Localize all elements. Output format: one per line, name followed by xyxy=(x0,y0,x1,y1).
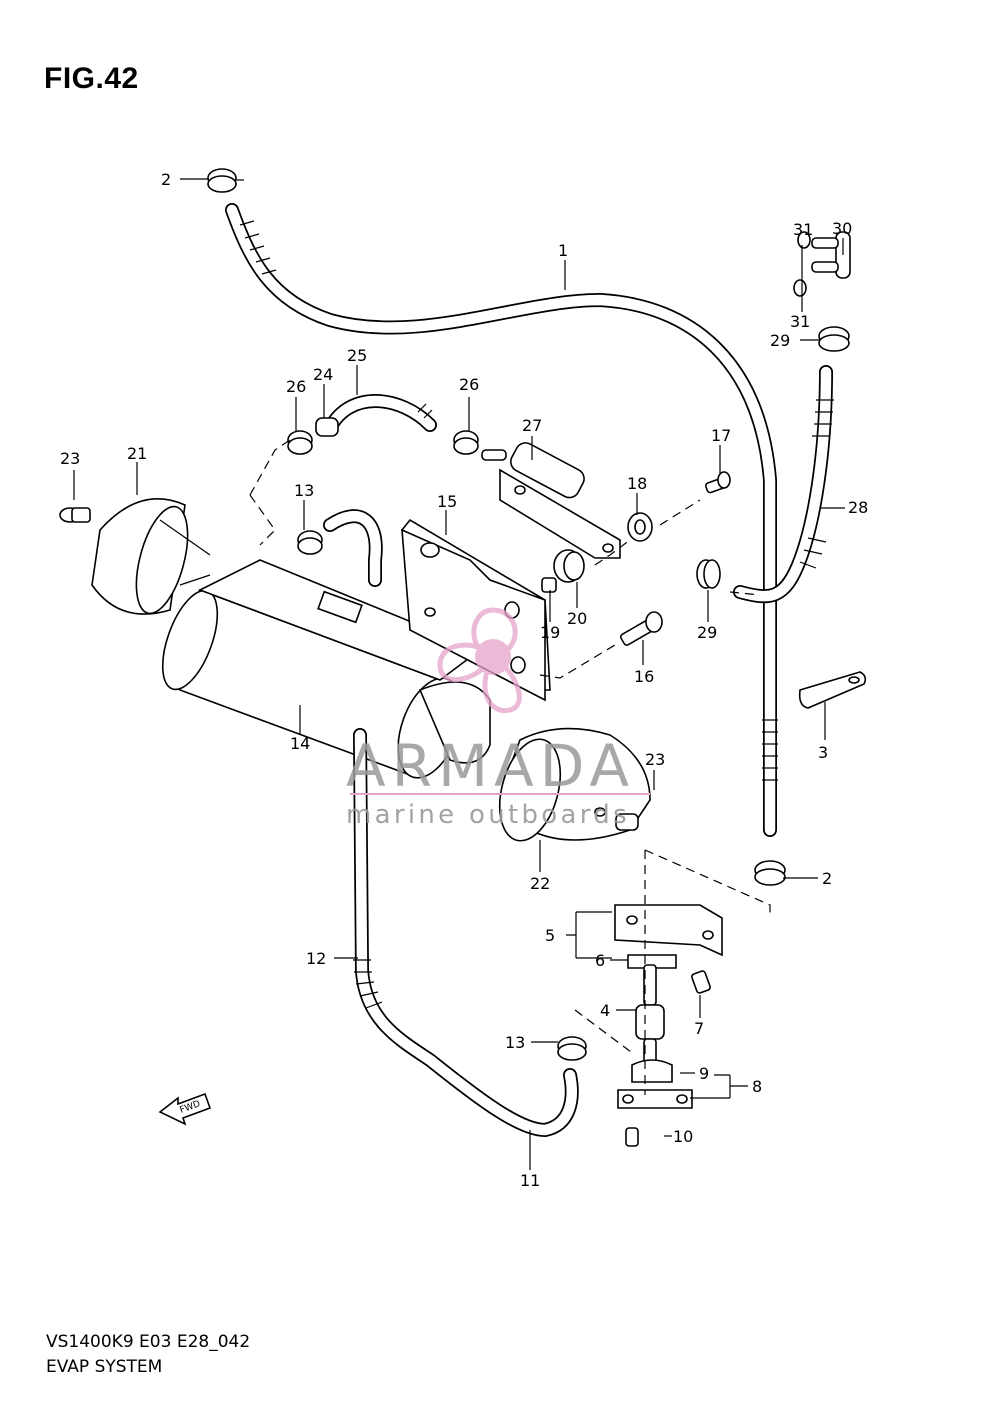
callout-labels: 1 2 2 3 4 5 6 7 8 9 10 11 12 13 13 14 15… xyxy=(60,170,868,1190)
callout-11: 11 xyxy=(520,1171,540,1190)
callout-8: 8 xyxy=(752,1077,762,1096)
figure-title: FIG.42 xyxy=(44,62,139,95)
screw-7 xyxy=(691,970,711,994)
callout-15: 15 xyxy=(437,492,457,511)
callout-14: 14 xyxy=(290,734,310,753)
hose-12 xyxy=(323,509,579,1138)
callout-28: 28 xyxy=(848,498,868,517)
clamp-9 xyxy=(631,1059,673,1083)
callout-5: 5 xyxy=(545,926,555,945)
callout-29-bottom: 29 xyxy=(697,623,717,642)
fitting-24 xyxy=(315,417,339,437)
canister-14 xyxy=(161,559,491,779)
cover-21 xyxy=(91,498,211,615)
callout-26-left: 26 xyxy=(286,377,306,396)
collar-19 xyxy=(541,577,557,593)
watermark-logo-mark xyxy=(437,607,522,714)
callout-23-left: 23 xyxy=(60,449,80,468)
clamp-2-top xyxy=(207,168,244,193)
clamp-6 xyxy=(627,954,677,969)
dashed-guides xyxy=(249,439,771,1095)
callout-7: 7 xyxy=(694,1019,704,1038)
cover-22 xyxy=(498,727,651,842)
clamp-29-bottom xyxy=(696,559,721,589)
bracket-27 xyxy=(481,442,621,559)
callout-21: 21 xyxy=(127,444,147,463)
callout-20: 20 xyxy=(567,609,587,628)
bolt-17 xyxy=(704,471,731,494)
clamp-13-lower xyxy=(557,1036,587,1061)
screw-10 xyxy=(625,1127,639,1147)
bolt-23-left xyxy=(59,507,91,523)
callout-19: 19 xyxy=(540,623,560,642)
callout-13-upper: 13 xyxy=(294,481,314,500)
callout-4: 4 xyxy=(600,1001,610,1020)
bolt-16 xyxy=(619,611,663,646)
callout-18: 18 xyxy=(627,474,647,493)
callout-29-top: 29 xyxy=(770,331,790,350)
clamp-13-upper xyxy=(297,530,323,555)
joint-30 xyxy=(811,231,851,279)
hose-25 xyxy=(323,394,437,435)
clamp-2-right xyxy=(754,860,786,886)
filter-4 xyxy=(635,964,665,1070)
bracket-3 xyxy=(798,671,867,709)
callout-6: 6 xyxy=(595,951,605,970)
washer-18 xyxy=(627,512,653,542)
callout-13-lower: 13 xyxy=(505,1033,525,1052)
callout-30: 30 xyxy=(832,219,852,238)
callout-22: 22 xyxy=(530,874,550,893)
clamp-26-right xyxy=(453,430,479,455)
cap-31 xyxy=(793,231,811,297)
bolt-23-right xyxy=(615,813,639,831)
callout-12: 12 xyxy=(306,949,326,968)
bracket-5 xyxy=(614,904,723,957)
callout-25: 25 xyxy=(347,346,367,365)
grommet-20 xyxy=(553,549,585,583)
callout-3: 3 xyxy=(818,743,828,762)
hose-28 xyxy=(733,365,834,604)
figure-name: EVAP SYSTEM xyxy=(46,1357,163,1377)
fwd-arrow: FWD xyxy=(158,1092,212,1126)
callout-2-right: 2 xyxy=(822,869,832,888)
callout-10: 10 xyxy=(673,1127,693,1146)
clamp-29-top xyxy=(818,326,850,352)
callout-9: 9 xyxy=(699,1064,709,1083)
watermark-tagline: marine outboards xyxy=(346,800,630,830)
watermark-divider xyxy=(350,793,650,795)
callout-2-top: 2 xyxy=(161,170,171,189)
bracket-8 xyxy=(617,1089,693,1109)
hose-1 xyxy=(225,203,778,837)
figure-code: VS1400K9 E03 E28_042 xyxy=(46,1332,251,1352)
callout-24: 24 xyxy=(313,365,333,384)
callout-31-top: 31 xyxy=(793,220,813,239)
watermark-brand: ARMADA xyxy=(346,732,636,800)
clamp-26-left xyxy=(287,430,313,455)
callout-27: 27 xyxy=(522,416,542,435)
callout-31-bottom: 31 xyxy=(790,312,810,331)
callout-23-right: 23 xyxy=(645,750,665,769)
callout-17: 17 xyxy=(711,426,731,445)
leader-lines xyxy=(73,178,845,1170)
callout-16: 16 xyxy=(634,667,654,686)
callout-26-right: 26 xyxy=(459,375,479,394)
callout-1: 1 xyxy=(558,241,568,260)
